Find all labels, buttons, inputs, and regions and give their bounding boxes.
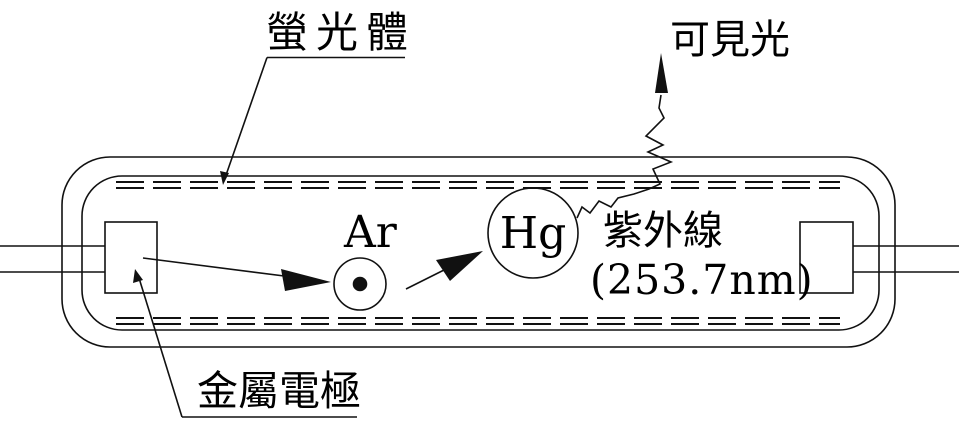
electron-arrow-shaft-1 xyxy=(142,257,301,279)
phosphor-leader-line xyxy=(224,57,268,179)
right-electrode xyxy=(799,221,854,294)
argon-atom-nucleus xyxy=(352,276,368,292)
argon-atom-circle xyxy=(333,257,387,311)
metal-electrode-label: 金屬電極 xyxy=(197,367,361,415)
ultraviolet-label: 紫外線 xyxy=(603,208,723,254)
electrode-leader-arrowhead xyxy=(133,269,143,283)
electron-arrowhead-2 xyxy=(436,251,483,281)
visible-light-label: 可見光 xyxy=(670,17,790,63)
mercury-atom-circle xyxy=(487,187,579,279)
electron-arrowhead-1 xyxy=(281,269,331,291)
left-electrode xyxy=(104,221,158,294)
mercury-label: Hg xyxy=(499,208,567,259)
tube-inner-wall xyxy=(81,175,880,331)
argon-label: Ar xyxy=(344,207,397,258)
tube-outer-wall xyxy=(61,156,896,348)
uv-wavelength-label: (253.7nm) xyxy=(590,256,814,304)
electrode-leader-line xyxy=(138,277,183,418)
electron-arrow-shaft-2 xyxy=(405,267,449,290)
phosphor-leader-arrowhead xyxy=(220,171,229,185)
uv-zigzag-ray xyxy=(576,94,674,219)
phosphor-label: 螢光體 xyxy=(266,8,417,57)
visible-light-arrowhead xyxy=(655,53,668,93)
